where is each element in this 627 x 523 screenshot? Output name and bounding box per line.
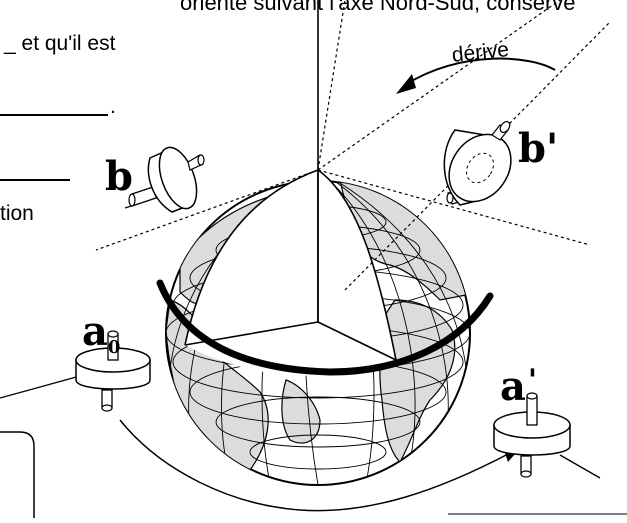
text-fragment-2: .	[110, 95, 116, 118]
label-a-prime-base: a	[500, 363, 526, 410]
label-b: b	[105, 153, 133, 200]
label-a-prime-mark: '	[528, 363, 537, 398]
gyroscope-b	[124, 146, 205, 213]
equator-arc	[156, 279, 494, 376]
drift-label: dérive	[451, 38, 510, 67]
gyroscope-a-prime	[493, 392, 571, 478]
label-a0-base: a	[82, 308, 108, 355]
label-b-prime: b'	[518, 125, 558, 172]
text-fragment-1: _ et qu'il est	[3, 32, 116, 55]
drift-arrow	[396, 57, 556, 94]
gyroscope-a0	[75, 330, 151, 412]
top-text-fragment: orienté suivant l'axe Nord-Sud, conserve	[180, 0, 576, 15]
text-fragment-3: tion	[0, 202, 34, 225]
box-corner	[0, 431, 35, 518]
label-a0: a0	[82, 308, 120, 358]
gyroscope-b-prime	[443, 120, 512, 206]
globe	[156, 169, 494, 486]
cutaway-wedge	[184, 169, 397, 376]
label-a-prime: a'	[500, 363, 537, 410]
label-a0-subscript: 0	[108, 337, 121, 358]
